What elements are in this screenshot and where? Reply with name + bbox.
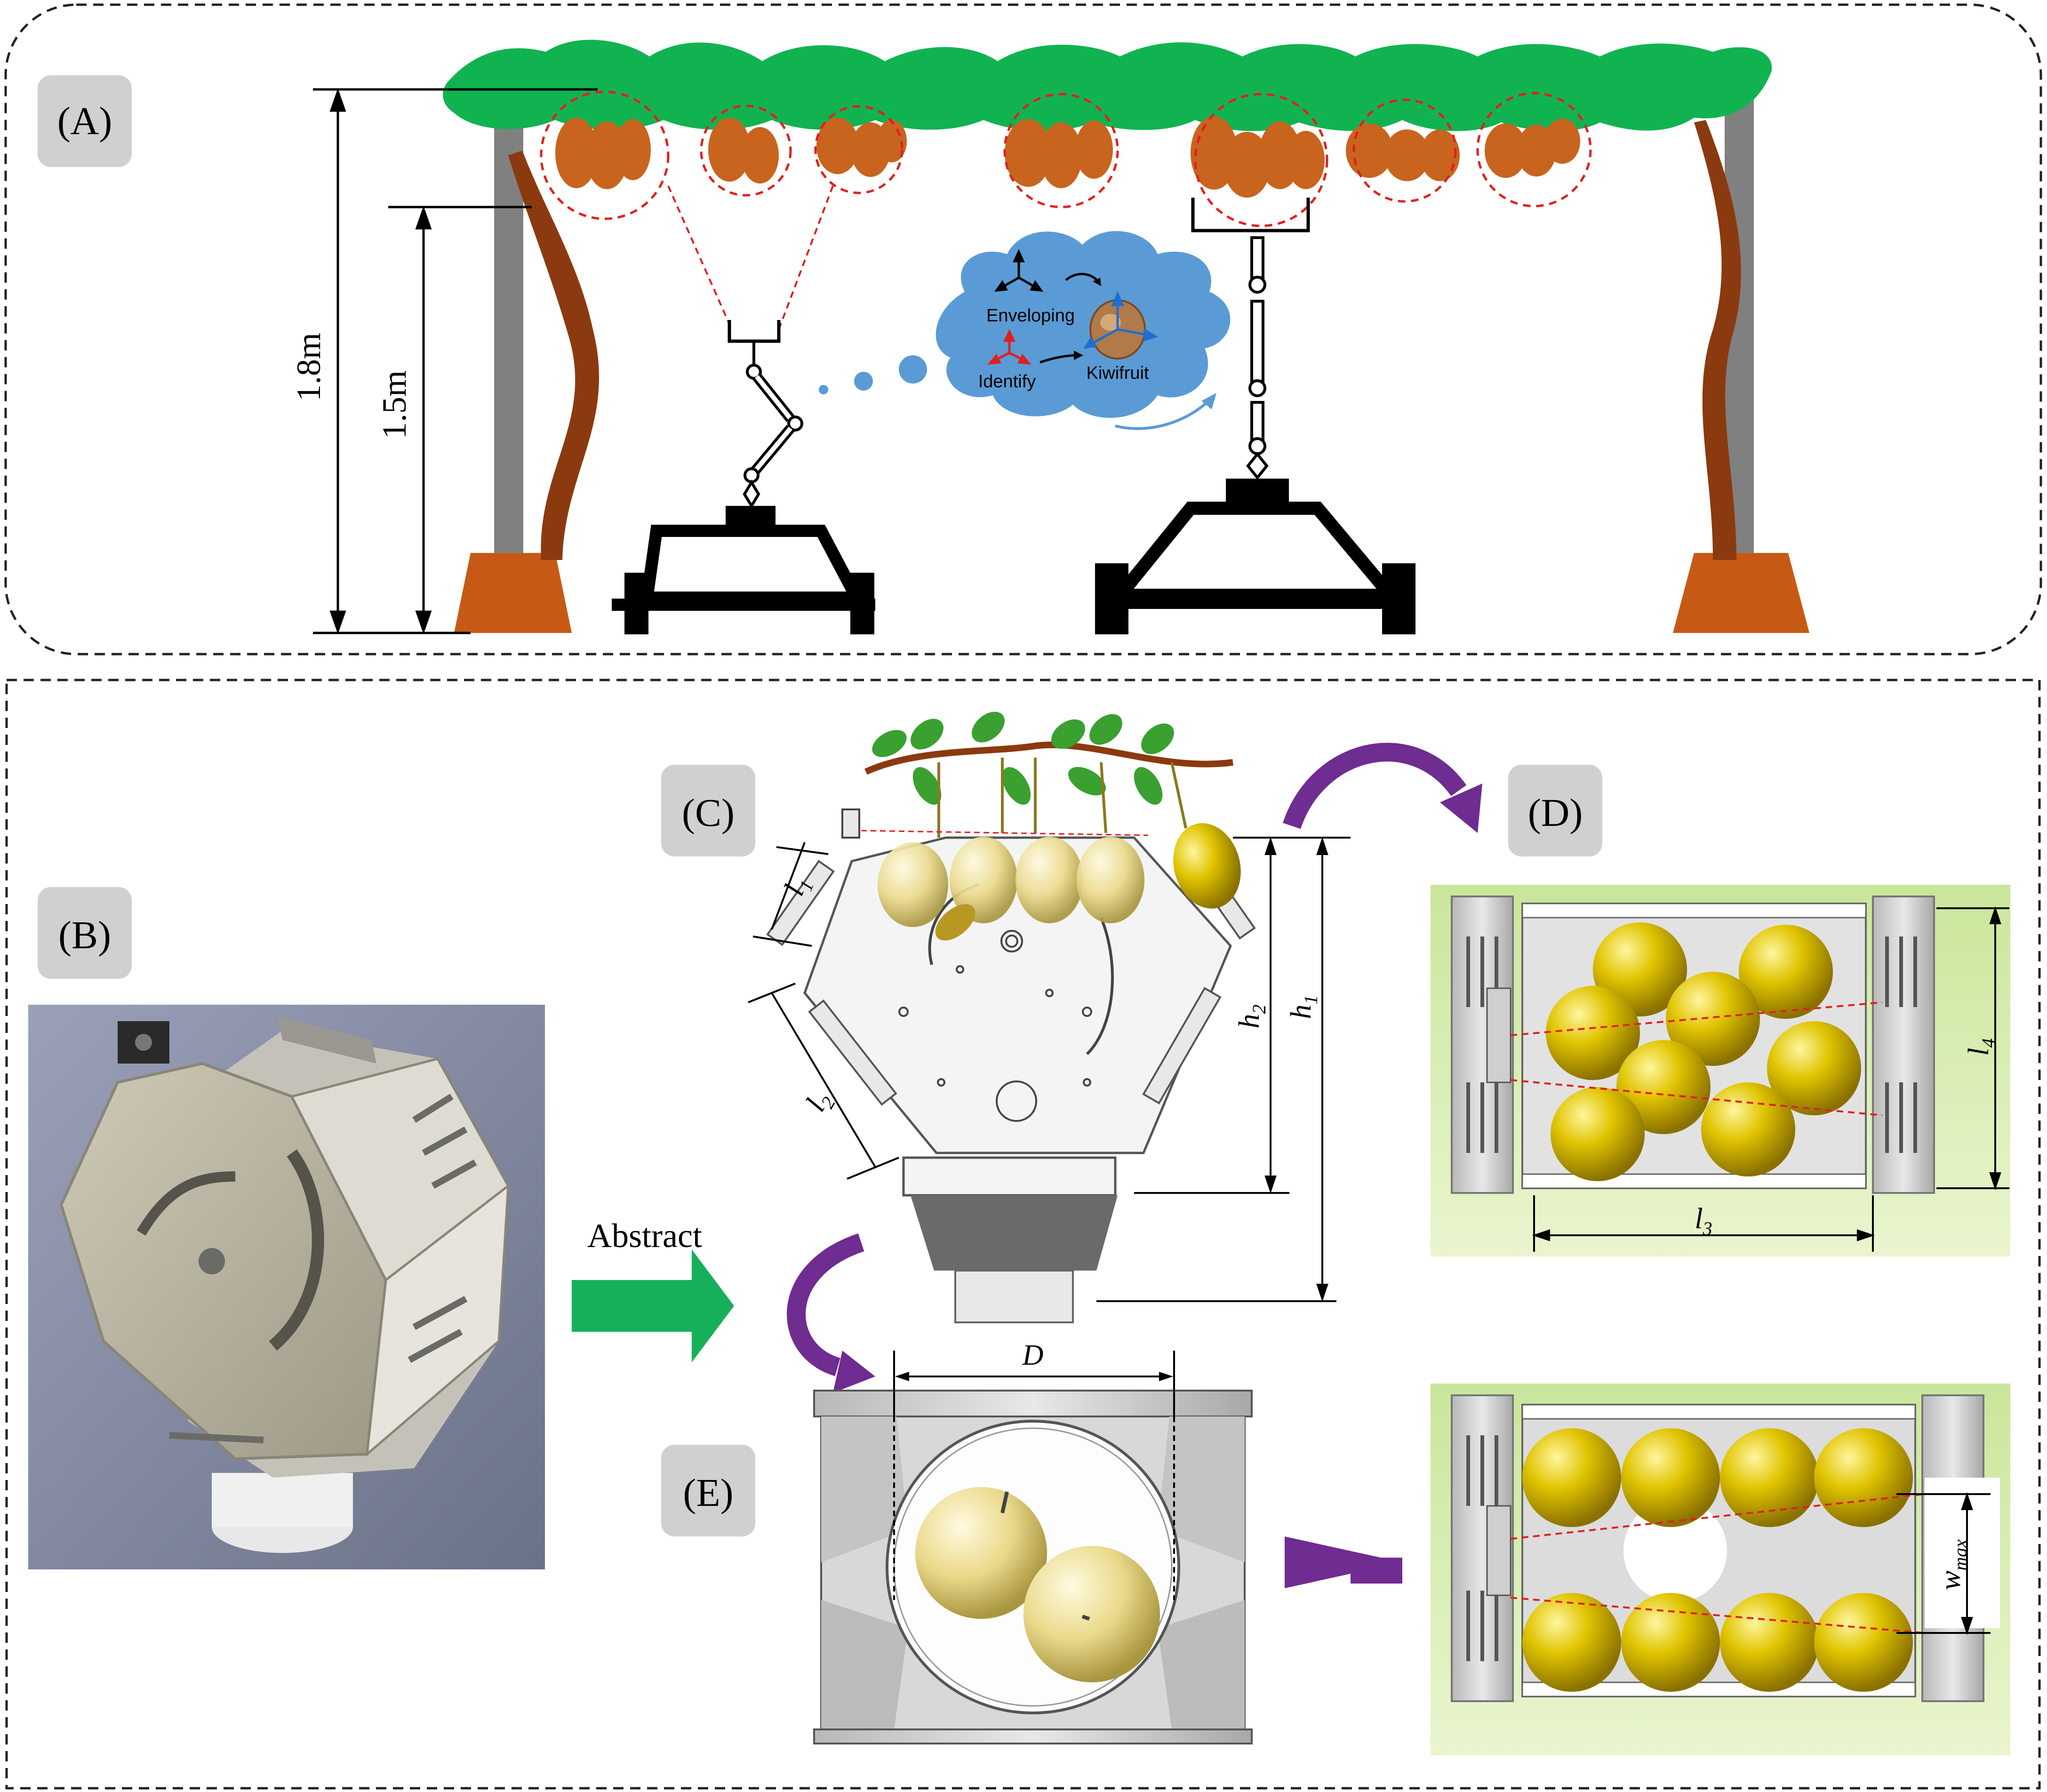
arrow-c-to-e (787, 1233, 864, 1376)
height-label-1-8m: 1.8m (290, 333, 328, 401)
panel-c-label: (C) (682, 791, 735, 835)
cloud-to-robot-arrow (1115, 399, 1211, 430)
gripper-front-view: l1 l2 h2 h1 (748, 712, 1351, 1323)
panel-b-label: (B) (58, 913, 111, 957)
gripper-projection-line-left (667, 185, 733, 330)
bottom-view-e: D (813, 1339, 1253, 1744)
l3-dimension: l3 (1695, 1203, 1712, 1239)
right-pot (1673, 553, 1809, 633)
robot-left (612, 320, 875, 634)
bubble-arrow-top-head (1093, 278, 1101, 286)
bubble-axes-red (987, 329, 1031, 365)
bubble-axes-blue (1083, 291, 1159, 349)
thought-cloud (936, 231, 1231, 418)
panel-b-label-box (38, 887, 132, 979)
gripper-render (28, 1005, 545, 1569)
fruit-stems (937, 758, 1187, 838)
panel-b-e: (B) Abstract (C) (5, 679, 2041, 1790)
panel-c-label-box (661, 765, 755, 856)
thought-dot-small (819, 385, 828, 394)
thought-dot-medium (854, 372, 873, 391)
bubble-identify: Identify (978, 372, 1036, 392)
h1-letter: h (1285, 1005, 1317, 1019)
arrow-to-e-head (1285, 1536, 1402, 1588)
top-view-wmax: wmax (1431, 1384, 2010, 1755)
panel-a-label-box (38, 75, 132, 167)
panel-d-label-box (1508, 765, 1602, 856)
panel-c-dimensions (748, 837, 1351, 1302)
panel-a-label: (A) (57, 99, 112, 143)
side-brackets (766, 849, 1256, 1106)
bubble-axes-black (994, 248, 1044, 292)
panel-d-dimensions (1532, 906, 2009, 1252)
wmax-subscript: max (1950, 1539, 1971, 1571)
h1-subscript: 1 (1300, 995, 1321, 1005)
panel-e-label-box (661, 1445, 755, 1536)
wmax-letter: w (1935, 1571, 1967, 1590)
arrow-c-to-d (1283, 743, 1467, 829)
left-pot (454, 553, 572, 633)
l4-dimension: l4 (1963, 1038, 1999, 1056)
l4-letter: l (1963, 1048, 1995, 1056)
camera (841, 808, 860, 839)
cluster-highlight-circles (540, 90, 1592, 227)
outlet-tube (954, 1270, 1074, 1323)
height-label-1-5m: 1.5m (376, 370, 413, 439)
bubble-kiwifruit: Kiwifruit (1086, 363, 1149, 383)
left-trunk (508, 151, 599, 560)
fruit-clusters (555, 116, 1580, 198)
branch (864, 741, 1233, 775)
h2-letter: h (1233, 1014, 1265, 1029)
kiwifruit-icon-highlight (1100, 314, 1121, 331)
l4-subscript: 4 (1978, 1038, 1999, 1048)
l3-letter: l (1695, 1203, 1703, 1235)
arrow-c-to-d-head (1440, 784, 1482, 833)
funnel (911, 1195, 1118, 1271)
top-reference-line (861, 830, 1149, 836)
height-dimensions (313, 88, 598, 634)
top-view-d: l4 l3 (1431, 885, 2010, 1256)
leaves (872, 712, 1174, 805)
thought-dot-large (899, 355, 927, 384)
right-trunk (1694, 120, 1741, 560)
wmax-dimension: wmax (1935, 1539, 1971, 1590)
wmax-dimension-lines (1896, 1492, 1991, 1635)
plate-holes (898, 930, 1092, 1122)
abstract-label: Abstract (587, 1217, 702, 1255)
h1-dimension: h1 (1285, 995, 1321, 1019)
l3-subscript: 3 (1703, 1218, 1712, 1239)
h2-dimension: h2 (1233, 1005, 1270, 1029)
h2-subscript: 2 (1248, 1005, 1270, 1014)
panel-d-label: (D) (1528, 791, 1583, 835)
arrow-to-e-shaft (1351, 1558, 1402, 1584)
gripped-fruits (878, 823, 1241, 941)
panel-a-border (4, 3, 2042, 656)
panel-a: (A) (4, 3, 2042, 656)
robot-right (1095, 198, 1415, 634)
abstract-arrow (572, 1249, 734, 1362)
fruits-d (1546, 922, 1861, 1181)
arrow-c-to-e-head (833, 1351, 875, 1393)
d-dimension: D (1022, 1339, 1044, 1371)
bottom-bracket (902, 1156, 1117, 1197)
l2-dimension: l2 (800, 1086, 840, 1119)
canopy (443, 40, 1772, 131)
panel-b-e-border (5, 679, 2041, 1790)
bubble-enveloping: Enveloping (986, 306, 1075, 326)
gripper-projection-line-right (778, 185, 834, 330)
bubble-arrow-bottom-head (1074, 351, 1083, 360)
fruits-wmax (1522, 1428, 1913, 1692)
panel-e-label: (E) (683, 1471, 733, 1515)
cloud-to-robot-arrow-head (1201, 393, 1216, 409)
